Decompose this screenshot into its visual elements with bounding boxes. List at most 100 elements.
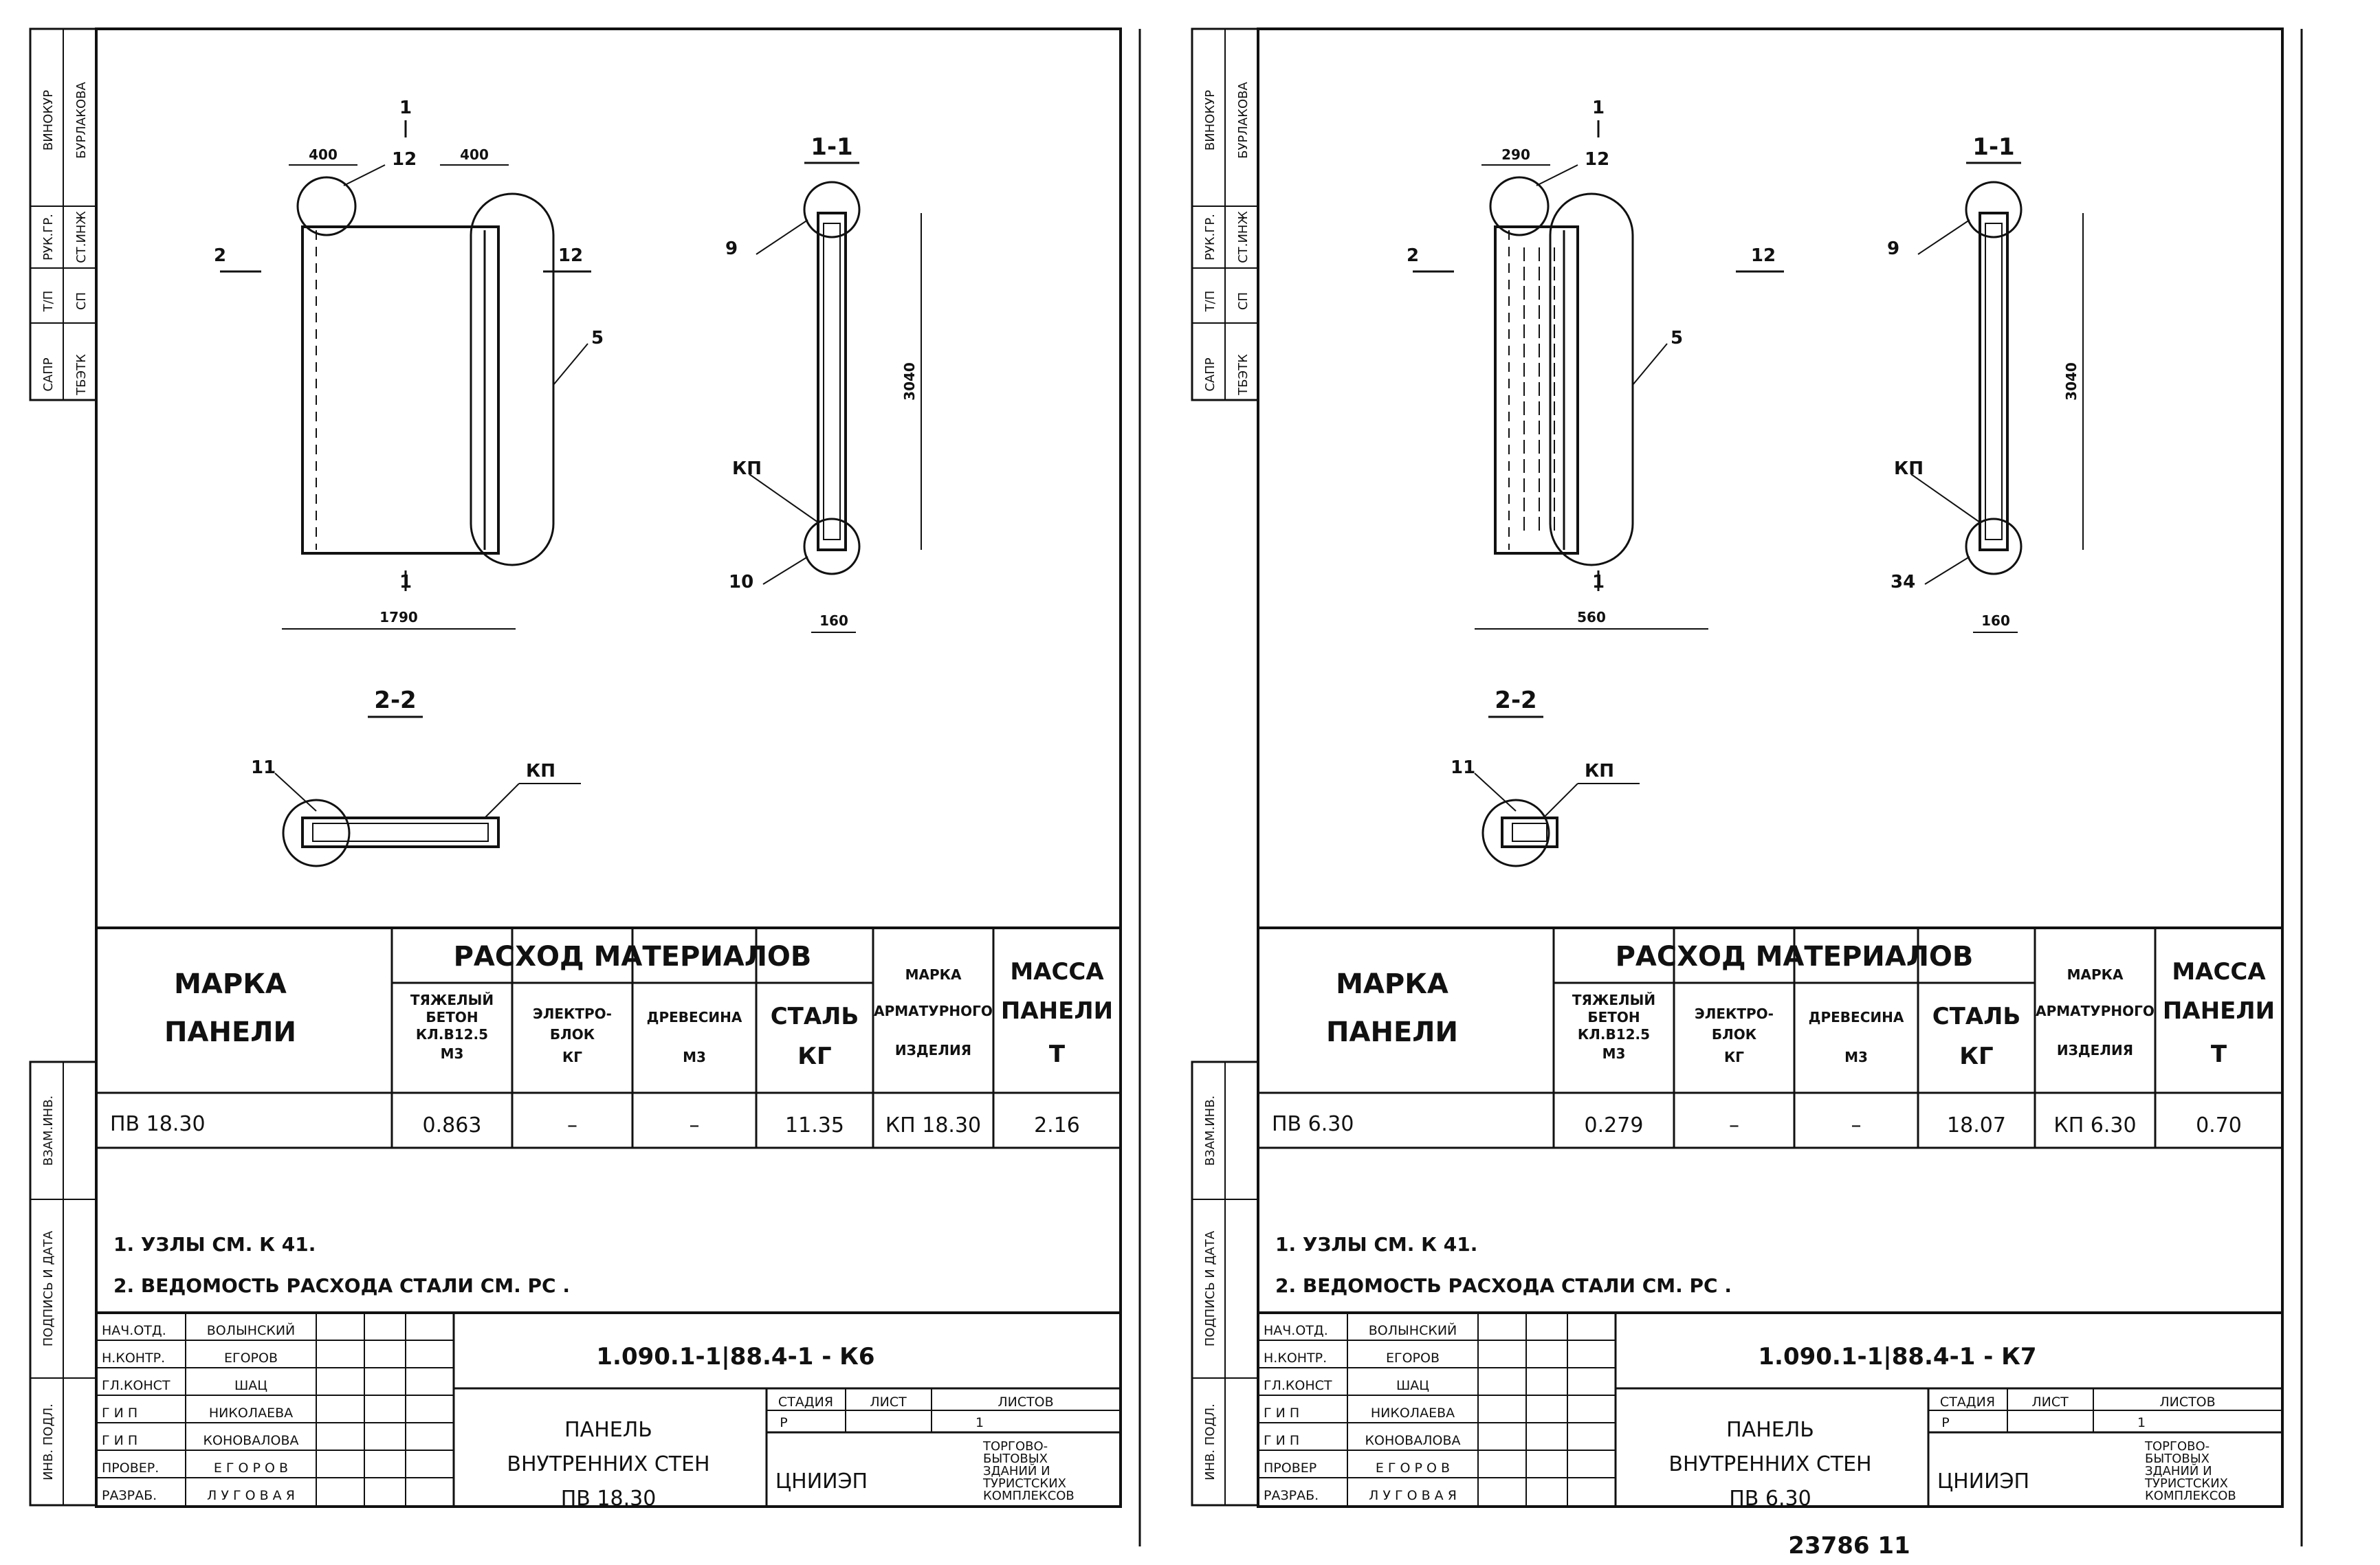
section-outline	[301, 817, 500, 848]
dimension-label: 400	[309, 146, 338, 163]
sheet-frame	[1257, 27, 2284, 1508]
role-label: Г И П	[102, 1433, 137, 1448]
concrete-value: 0.863	[423, 1113, 482, 1137]
table-header: Т	[2211, 1041, 2227, 1068]
organization-name: ЦНИИЭП	[775, 1469, 868, 1494]
callout-label: КП	[1894, 458, 1924, 479]
node-outline	[1549, 192, 1634, 566]
stage-header: ЛИСТОВ	[2159, 1395, 2215, 1410]
table-header: ПАНЕЛИ	[1001, 997, 1113, 1025]
person-name: ВОЛЫНСКИЙ	[1369, 1322, 1457, 1338]
leader-line	[274, 773, 317, 812]
section-inner	[823, 223, 841, 540]
table-header: М3	[441, 1045, 464, 1062]
sheet-title: ВНУТРЕННИХ СТЕН	[1668, 1452, 1871, 1476]
side-stamp-cell: ТБЭТК	[74, 354, 89, 396]
note-line: 2. ВЕДОМОСТЬ РАСХОДА СТАЛИ СМ. РС .	[113, 1274, 570, 1297]
node-circle	[1489, 176, 1550, 236]
callout-label: 10	[729, 572, 753, 592]
table-header: РАСХОД МАТЕРИАЛОВ	[1616, 941, 1974, 973]
person-name: ШАЦ	[234, 1378, 267, 1393]
armature-value: КП 6.30	[2053, 1113, 2136, 1137]
side-stamp-cell: ИНВ. ПОДЛ.	[41, 1403, 56, 1480]
leader-line	[343, 164, 386, 186]
notes: 1. УЗЛЫ СМ. К 41.2. ВЕДОМОСТЬ РАСХОДА СТ…	[1275, 1233, 1732, 1297]
leader-line	[484, 783, 520, 819]
table-header: М3	[683, 1049, 706, 1065]
callout-label: КП	[526, 761, 555, 781]
table-header: РАСХОД МАТЕРИАЛОВ	[454, 941, 812, 973]
sheet-title: ПАНЕЛЬ	[1726, 1418, 1814, 1442]
section-title: 1-1	[1972, 133, 2014, 161]
section-mark: 12	[558, 245, 583, 266]
side-stamp-cell: ПОДПИСЬ И ДАТА	[1203, 1230, 1217, 1346]
side-stamp-cell: САПР	[41, 357, 56, 391]
section-title: 2-2	[1495, 687, 1536, 714]
stage-value: 1	[976, 1415, 984, 1430]
person-name: КОНОВАЛОВА	[203, 1433, 299, 1448]
side-stamp-cell: ВИНОКУР	[41, 90, 56, 151]
role-label: Г И П	[1264, 1406, 1299, 1421]
leader-line	[1924, 556, 1970, 585]
organization-sub: КОМПЛЕКСОВ	[983, 1489, 1075, 1503]
table-header: МАРКА	[2067, 966, 2124, 983]
person-name: Л У Г О В А Я	[1369, 1488, 1457, 1503]
role-label: Н.КОНТР.	[102, 1351, 165, 1366]
note-line: 1. УЗЛЫ СМ. К 41.	[113, 1233, 316, 1256]
dimension-label: 290	[1501, 146, 1530, 163]
note-line: 1. УЗЛЫ СМ. К 41.	[1275, 1233, 1477, 1256]
organization-sub: ЗДАНИЙ И	[2145, 1463, 2212, 1478]
section-outline	[1501, 817, 1558, 848]
table-header: ДРЕВЕСИНА	[647, 1009, 742, 1025]
table-header: АРМАТУРНОГО	[874, 1003, 993, 1019]
electro-value: –	[567, 1113, 577, 1137]
node-circle	[1481, 799, 1550, 867]
table-header: М3	[1602, 1045, 1626, 1062]
sheet-title: ПВ 6.30	[1729, 1487, 1811, 1511]
side-stamp-cell: ВЗАМ.ИНВ.	[41, 1096, 56, 1166]
organization-sub: ТОРГОВО-	[982, 1439, 1048, 1454]
person-name: ШАЦ	[1396, 1378, 1429, 1393]
callout-label: 5	[591, 328, 604, 348]
person-name: НИКОЛАЕВА	[209, 1406, 293, 1421]
role-label: Г И П	[102, 1406, 137, 1421]
role-label: РАЗРАБ.	[102, 1488, 157, 1503]
stage-header: СТАДИЯ	[778, 1395, 833, 1410]
node-circle	[1965, 518, 2023, 575]
panel-outline	[1494, 225, 1579, 555]
table-header: ЭЛЕКТРО-	[533, 1006, 612, 1022]
organization-sub: ТУРИСТСКИХ	[2144, 1476, 2228, 1491]
node-circle	[296, 176, 357, 236]
role-label: Н.КОНТР.	[1264, 1351, 1327, 1366]
callout-label: 34	[1891, 572, 1915, 592]
side-stamp-cell: ИНВ. ПОДЛ.	[1203, 1403, 1217, 1480]
person-name: Л У Г О В А Я	[207, 1488, 295, 1503]
table-header: БЕТОН	[426, 1009, 478, 1025]
side-stamp-cell: ТБЭТК	[1236, 354, 1250, 396]
stage-header: ЛИСТ	[870, 1395, 907, 1410]
leader-line	[553, 343, 588, 386]
node-circle	[1965, 181, 2023, 238]
person-name: Е Г О Р О В	[214, 1461, 288, 1476]
concrete-value: 0.279	[1585, 1113, 1644, 1137]
table-header: Т	[1049, 1041, 1066, 1068]
person-name: ЕГОРОВ	[1386, 1351, 1440, 1366]
role-label: НАЧ.ОТД.	[102, 1323, 166, 1338]
organization-sub: КОМПЛЕКСОВ	[2145, 1489, 2236, 1503]
person-name: ВОЛЫНСКИЙ	[207, 1322, 296, 1338]
table-header: ПАНЕЛИ	[1326, 1017, 1458, 1048]
person-name: Е Г О Р О В	[1376, 1461, 1450, 1476]
role-label: ПРОВЕР	[1264, 1461, 1316, 1476]
side-stamp-cell: СТ.ИНЖ	[74, 211, 89, 263]
side-stamp-cell: Т/П	[1203, 291, 1217, 313]
table-header: МАССА	[1010, 958, 1104, 986]
callout-label: КП	[732, 458, 762, 479]
sheet-frame	[95, 27, 1122, 1508]
